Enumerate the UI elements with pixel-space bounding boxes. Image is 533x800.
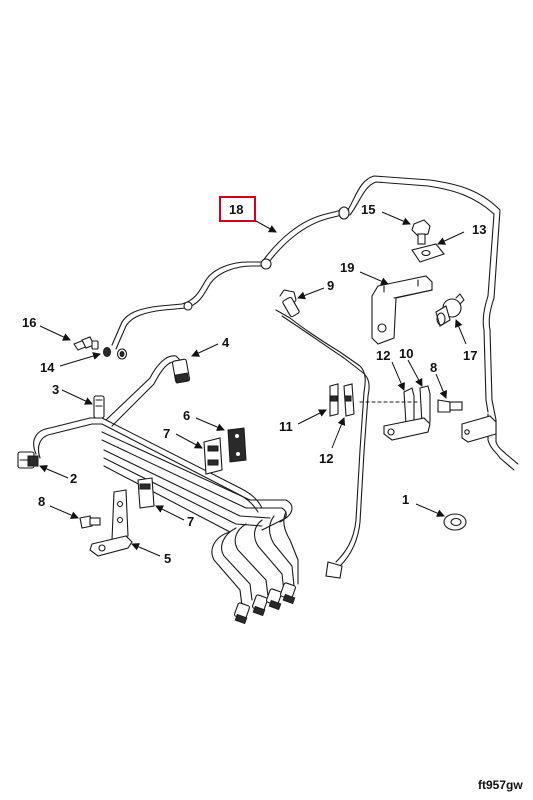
callout-4[interactable]: 4 — [222, 335, 230, 350]
part-2-fitting — [17, 451, 39, 469]
callout-16[interactable]: 16 — [22, 315, 36, 330]
callout-14[interactable]: 14 — [40, 360, 55, 375]
line-fitting — [183, 301, 193, 311]
callout-9[interactable]: 9 — [327, 278, 334, 293]
callout-15[interactable]: 15 — [361, 202, 375, 217]
part-12-clamp — [343, 383, 355, 417]
leader-9 — [297, 287, 325, 300]
part-7-clamp-block-lower — [137, 477, 155, 509]
callout-6[interactable]: 6 — [183, 408, 190, 423]
injection-lines-bundle — [33, 355, 299, 625]
callout-11[interactable]: 11 — [279, 419, 293, 434]
highlight-box-18 — [219, 196, 256, 222]
part-10-12-bracket — [359, 385, 431, 441]
leader-2 — [39, 465, 69, 479]
leader-10 — [407, 359, 423, 387]
banjo-fitting — [338, 206, 350, 220]
part-9-fuel-line — [275, 289, 370, 579]
leader-7b — [155, 505, 185, 521]
callout-7b[interactable]: 7 — [187, 514, 194, 529]
callout-12b[interactable]: 12 — [319, 451, 333, 466]
callout-19[interactable]: 19 — [340, 260, 354, 275]
callout-10[interactable]: 10 — [399, 346, 413, 361]
leader-19 — [359, 271, 389, 285]
part-19-bracket — [371, 275, 433, 345]
part-16-fitting — [73, 336, 99, 351]
leader-8b — [435, 373, 447, 399]
part-4-fitting — [171, 358, 191, 384]
leader-3 — [61, 389, 93, 405]
callout-5[interactable]: 5 — [164, 551, 171, 566]
leader-1 — [415, 503, 445, 517]
leader-16 — [39, 325, 71, 341]
leader-4 — [191, 343, 219, 357]
leader-lines — [39, 211, 467, 557]
part-3-fitting — [93, 395, 105, 419]
callout-18[interactable]: 18 — [229, 202, 243, 217]
part-13-clip — [411, 243, 445, 263]
part-17-fitting — [435, 293, 465, 327]
part-1-washer — [443, 513, 467, 531]
part-8-bolt-right — [437, 399, 463, 413]
callout-7a[interactable]: 7 — [163, 426, 170, 441]
part-14-washers — [103, 347, 128, 360]
leader-8a — [49, 505, 79, 519]
leader-12a — [391, 361, 405, 391]
part-5-bracket — [89, 489, 133, 557]
figure-id: ft957gw — [478, 778, 523, 792]
leader-5 — [131, 543, 161, 557]
callout-13[interactable]: 13 — [472, 222, 486, 237]
part-6-clamp-plate — [227, 427, 247, 463]
leader-12b — [331, 417, 346, 449]
callout-12a[interactable]: 12 — [376, 348, 390, 363]
callout-2[interactable]: 2 — [70, 471, 77, 486]
part-8-bolt-left — [79, 515, 101, 529]
callout-1[interactable]: 1 — [402, 492, 409, 507]
leader-11 — [297, 409, 327, 425]
part-11-clamp — [329, 383, 339, 417]
line-fitting — [260, 258, 272, 270]
leader-6 — [195, 417, 225, 431]
part-18-return-line — [111, 175, 519, 471]
leader-14 — [59, 352, 101, 367]
leader-7a — [175, 433, 203, 449]
leader-13 — [437, 231, 465, 245]
leader-18 — [253, 219, 277, 233]
leader-15 — [381, 211, 411, 225]
part-7-clamp-block — [203, 437, 223, 475]
callout-17[interactable]: 17 — [463, 348, 477, 363]
callout-8a[interactable]: 8 — [38, 494, 45, 509]
callout-8b[interactable]: 8 — [430, 360, 437, 375]
callout-3[interactable]: 3 — [52, 382, 59, 397]
leader-17 — [455, 319, 467, 345]
part-15-bolt — [411, 219, 431, 245]
